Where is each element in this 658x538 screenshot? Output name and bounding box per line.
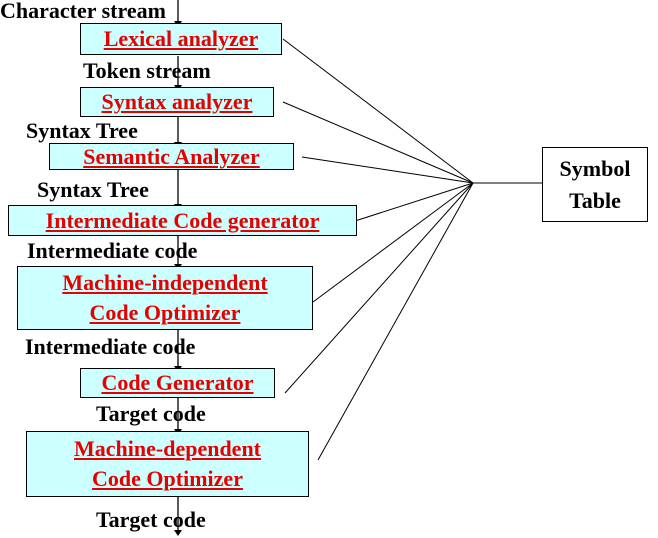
code-generator-box: Code Generator bbox=[80, 368, 275, 398]
stream-label-token: Token stream bbox=[83, 58, 211, 83]
link-lexical-symbol bbox=[282, 38, 474, 184]
phase-label-line-1: Machine-independent bbox=[62, 270, 268, 295]
stream-label-target-2: Target code bbox=[96, 507, 206, 532]
link-semantic-symbol bbox=[301, 156, 474, 184]
symbol-table-box: Symbol Table bbox=[542, 147, 648, 222]
phase-label-line-2: Code Optimizer bbox=[89, 300, 241, 325]
stream-label-intermediate-1: Intermediate code bbox=[27, 238, 198, 263]
semantic-analyzer-box: Semantic Analyzer bbox=[49, 143, 294, 170]
machine-dependent-optimizer-box: Machine-dependent Code Optimizer bbox=[26, 431, 309, 497]
phase-label: Intermediate Code generator bbox=[45, 207, 320, 233]
machine-independent-optimizer-box: Machine-independent Code Optimizer bbox=[17, 266, 313, 330]
link-machine-dependent-symbol bbox=[317, 182, 474, 461]
phase-label-line-1: Machine-dependent bbox=[74, 436, 261, 461]
link-machine-independent-symbol bbox=[312, 182, 474, 303]
stream-label-character: Character stream bbox=[0, 0, 166, 23]
symbol-table-line-2: Table bbox=[569, 187, 621, 213]
stream-label-syntax-tree-2: Syntax Tree bbox=[37, 177, 149, 202]
syntax-analyzer-box: Syntax analyzer bbox=[80, 87, 274, 117]
stream-label-syntax-tree-1: Syntax Tree bbox=[26, 118, 138, 143]
link-syntax-symbol bbox=[282, 101, 474, 184]
lexical-analyzer-box: Lexical analyzer bbox=[80, 23, 282, 55]
phase-label: Semantic Analyzer bbox=[83, 143, 260, 169]
stream-label-intermediate-2: Intermediate code bbox=[25, 334, 196, 359]
phase-label: Code Generator bbox=[101, 370, 254, 395]
phase-label: Lexical analyzer bbox=[103, 26, 259, 51]
intermediate-code-generator-box: Intermediate Code generator bbox=[8, 205, 357, 236]
phase-label: Syntax analyzer bbox=[101, 89, 253, 114]
symbol-table-line-1: Symbol bbox=[559, 155, 631, 181]
link-intermediate-symbol bbox=[354, 182, 474, 222]
phase-label-line-2: Code Optimizer bbox=[92, 466, 243, 491]
link-code-generator-symbol bbox=[284, 182, 474, 394]
stream-label-target-1: Target code bbox=[96, 401, 206, 426]
